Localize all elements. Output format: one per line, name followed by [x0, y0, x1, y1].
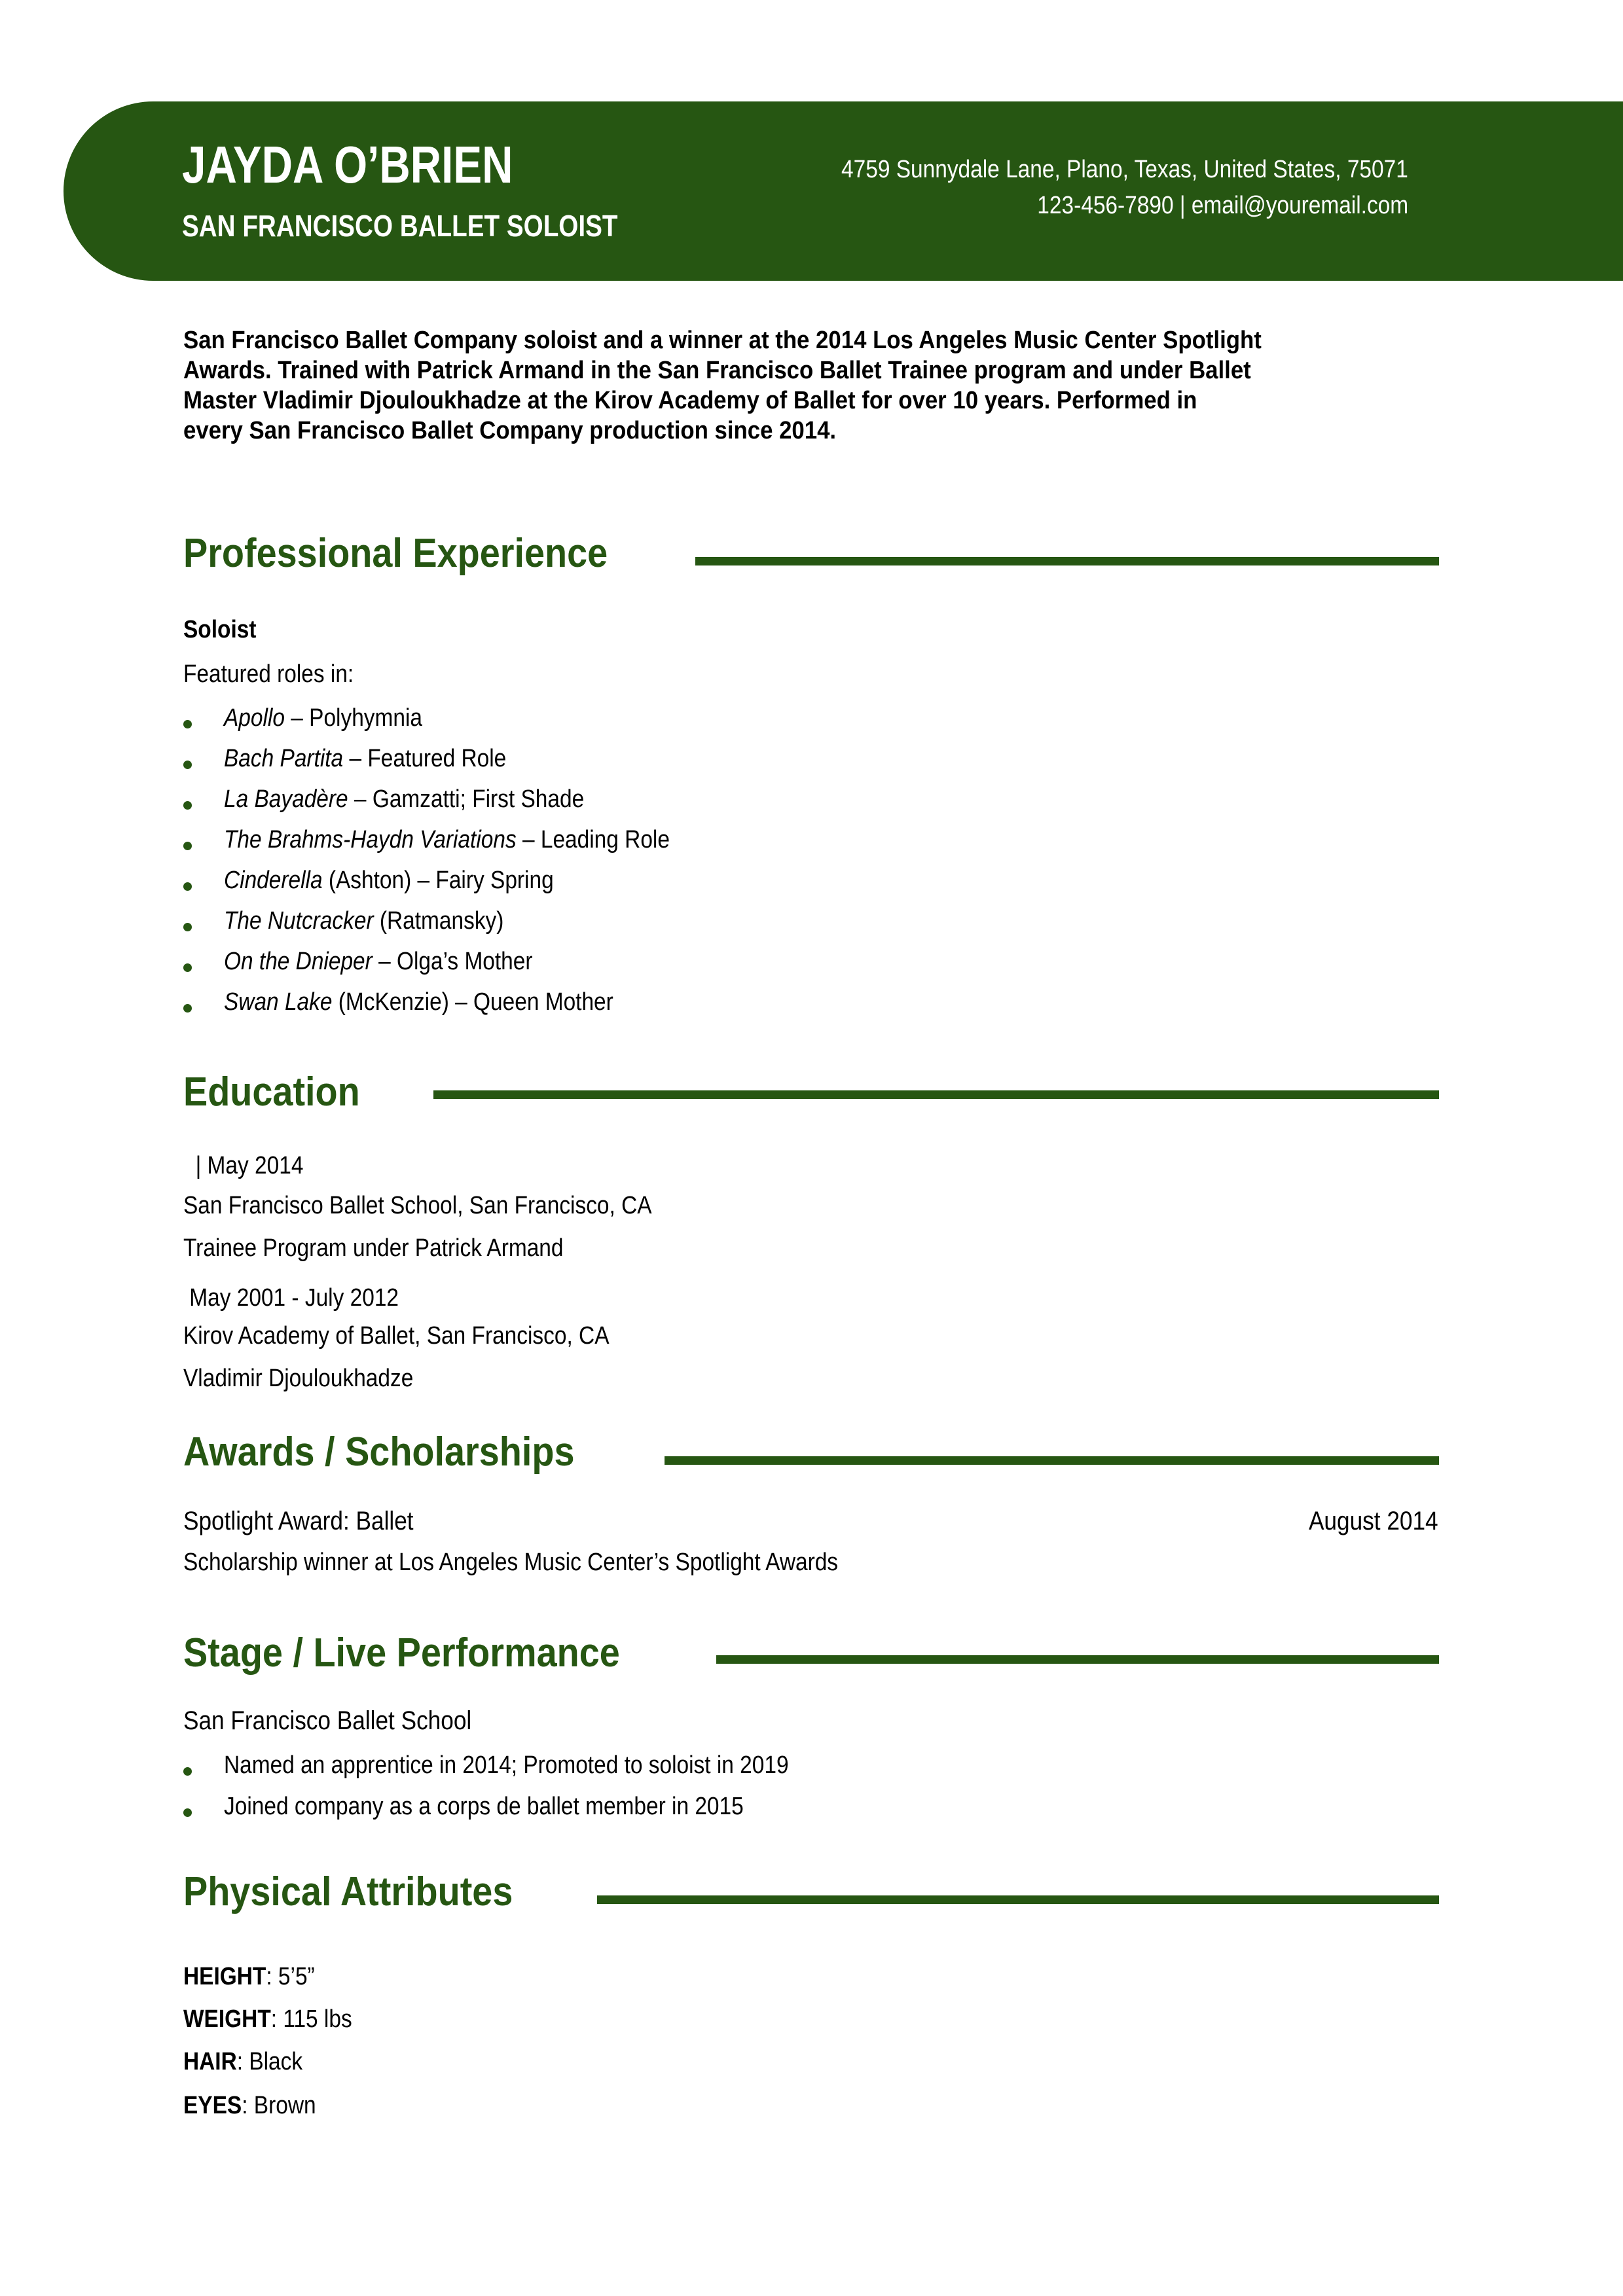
attribute-label: WEIGHT	[183, 2005, 271, 2033]
role-detail: – Gamzatti; First Shade	[348, 785, 585, 813]
summary-line: Master Vladimir Djouloukhadze at the Kir…	[183, 387, 1197, 414]
award-date: August 2014	[1309, 1507, 1438, 1535]
candidate-name: JAYDA O’BRIEN	[182, 135, 513, 194]
attribute-height: HEIGHT: 5’5”	[183, 1964, 315, 1989]
work-title: The Nutcracker	[224, 907, 374, 935]
contact-address: 4759 Sunnydale Lane, Plano, Texas, Unite…	[841, 156, 1408, 183]
role-detail: – Olga’s Mother	[372, 948, 533, 975]
section-heading: Stage / Live Performance	[183, 1630, 620, 1676]
education-date: | May 2014	[183, 1152, 304, 1179]
section-rule	[716, 1655, 1439, 1664]
section-rule	[695, 557, 1439, 565]
bullet-icon	[183, 842, 192, 850]
section-heading: Awards / Scholarships	[183, 1429, 575, 1475]
work-title: Swan Lake	[224, 988, 333, 1016]
bullet-icon	[183, 801, 192, 810]
section-heading: Physical Attributes	[183, 1869, 513, 1914]
work-title: Cinderella	[224, 867, 323, 894]
attribute-label: HAIR	[183, 2048, 237, 2075]
education-detail: Trainee Program under Patrick Armand	[183, 1234, 564, 1262]
summary-line: every San Francisco Ballet Company produ…	[183, 417, 837, 444]
education-detail: Vladimir Djouloukhadze	[183, 1365, 414, 1392]
role-detail: – Featured Role	[343, 745, 507, 772]
bullet-icon	[183, 1767, 192, 1776]
summary-line: San Francisco Ballet Company soloist and…	[183, 327, 1262, 354]
bullet-icon	[183, 1808, 192, 1817]
contact-line: 123-456-7890 | email@youremail.com	[1037, 193, 1408, 218]
contact-separator: |	[1179, 192, 1186, 219]
contact-phone[interactable]: 123-456-7890	[1037, 192, 1174, 219]
attribute-weight: WEIGHT: 115 lbs	[183, 2007, 352, 2032]
list-item: The Brahms-Haydn Variations – Leading Ro…	[224, 827, 670, 852]
section-rule	[433, 1090, 1439, 1099]
attribute-value: : 5’5”	[266, 1963, 315, 1990]
position-title: Soloist	[183, 616, 257, 643]
role-detail: (Ashton) – Fairy Spring	[322, 867, 554, 894]
list-item: Joined company as a corps de ballet memb…	[224, 1793, 744, 1820]
stage-company: San Francisco Ballet School	[183, 1706, 472, 1735]
attribute-hair: HAIR: Black	[183, 2049, 302, 2074]
work-title: On the Dnieper	[224, 948, 373, 975]
role-detail: (McKenzie) – Queen Mother	[332, 988, 613, 1016]
list-item: On the Dnieper – Olga’s Mother	[224, 949, 533, 974]
contact-email[interactable]: email@youremail.com	[1191, 192, 1408, 219]
bullet-icon	[183, 1004, 192, 1013]
bullet-icon	[183, 923, 192, 931]
bullet-icon	[183, 882, 192, 891]
award-title: Spotlight Award: Ballet	[183, 1507, 414, 1535]
role-detail: (Ratmansky)	[373, 907, 504, 935]
award-description: Scholarship winner at Los Angeles Music …	[183, 1549, 839, 1576]
work-title: La Bayadère	[224, 785, 348, 813]
header-banner	[64, 101, 1623, 281]
bullet-icon	[183, 761, 192, 769]
education-school: San Francisco Ballet School, San Francis…	[183, 1192, 652, 1219]
attribute-eyes: EYES: Brown	[183, 2093, 316, 2118]
attribute-value: : Black	[236, 2048, 303, 2075]
candidate-title: SAN FRANCISCO BALLET SOLOIST	[182, 209, 618, 243]
attribute-label: EYES	[183, 2092, 242, 2119]
summary-line: Awards. Trained with Patrick Armand in t…	[183, 357, 1251, 384]
attribute-label: HEIGHT	[183, 1963, 266, 1990]
work-title: The Brahms-Haydn Variations	[224, 826, 517, 853]
list-item: Cinderella (Ashton) – Fairy Spring	[224, 868, 554, 893]
list-item: Named an apprentice in 2014; Promoted to…	[224, 1751, 789, 1779]
role-detail: – Leading Role	[516, 826, 670, 853]
education-date: May 2001 - July 2012	[183, 1284, 399, 1312]
roles-intro: Featured roles in:	[183, 660, 354, 688]
section-rule	[597, 1895, 1439, 1904]
list-item: Apollo – Polyhymnia	[224, 706, 422, 730]
education-school: Kirov Academy of Ballet, San Francisco, …	[183, 1322, 610, 1350]
bullet-icon	[183, 720, 192, 728]
list-item: La Bayadère – Gamzatti; First Shade	[224, 787, 584, 812]
attribute-value: : 115 lbs	[270, 2005, 352, 2033]
list-item: Bach Partita – Featured Role	[224, 746, 506, 771]
attribute-value: : Brown	[242, 2092, 316, 2119]
section-heading: Professional Experience	[183, 531, 608, 576]
section-heading: Education	[183, 1069, 360, 1115]
bullet-icon	[183, 963, 192, 972]
list-item: Swan Lake (McKenzie) – Queen Mother	[224, 990, 613, 1014]
work-title: Bach Partita	[224, 745, 344, 772]
role-detail: – Polyhymnia	[284, 704, 422, 732]
section-rule	[665, 1456, 1439, 1465]
work-title: Apollo	[224, 704, 285, 732]
list-item: The Nutcracker (Ratmansky)	[224, 908, 503, 933]
